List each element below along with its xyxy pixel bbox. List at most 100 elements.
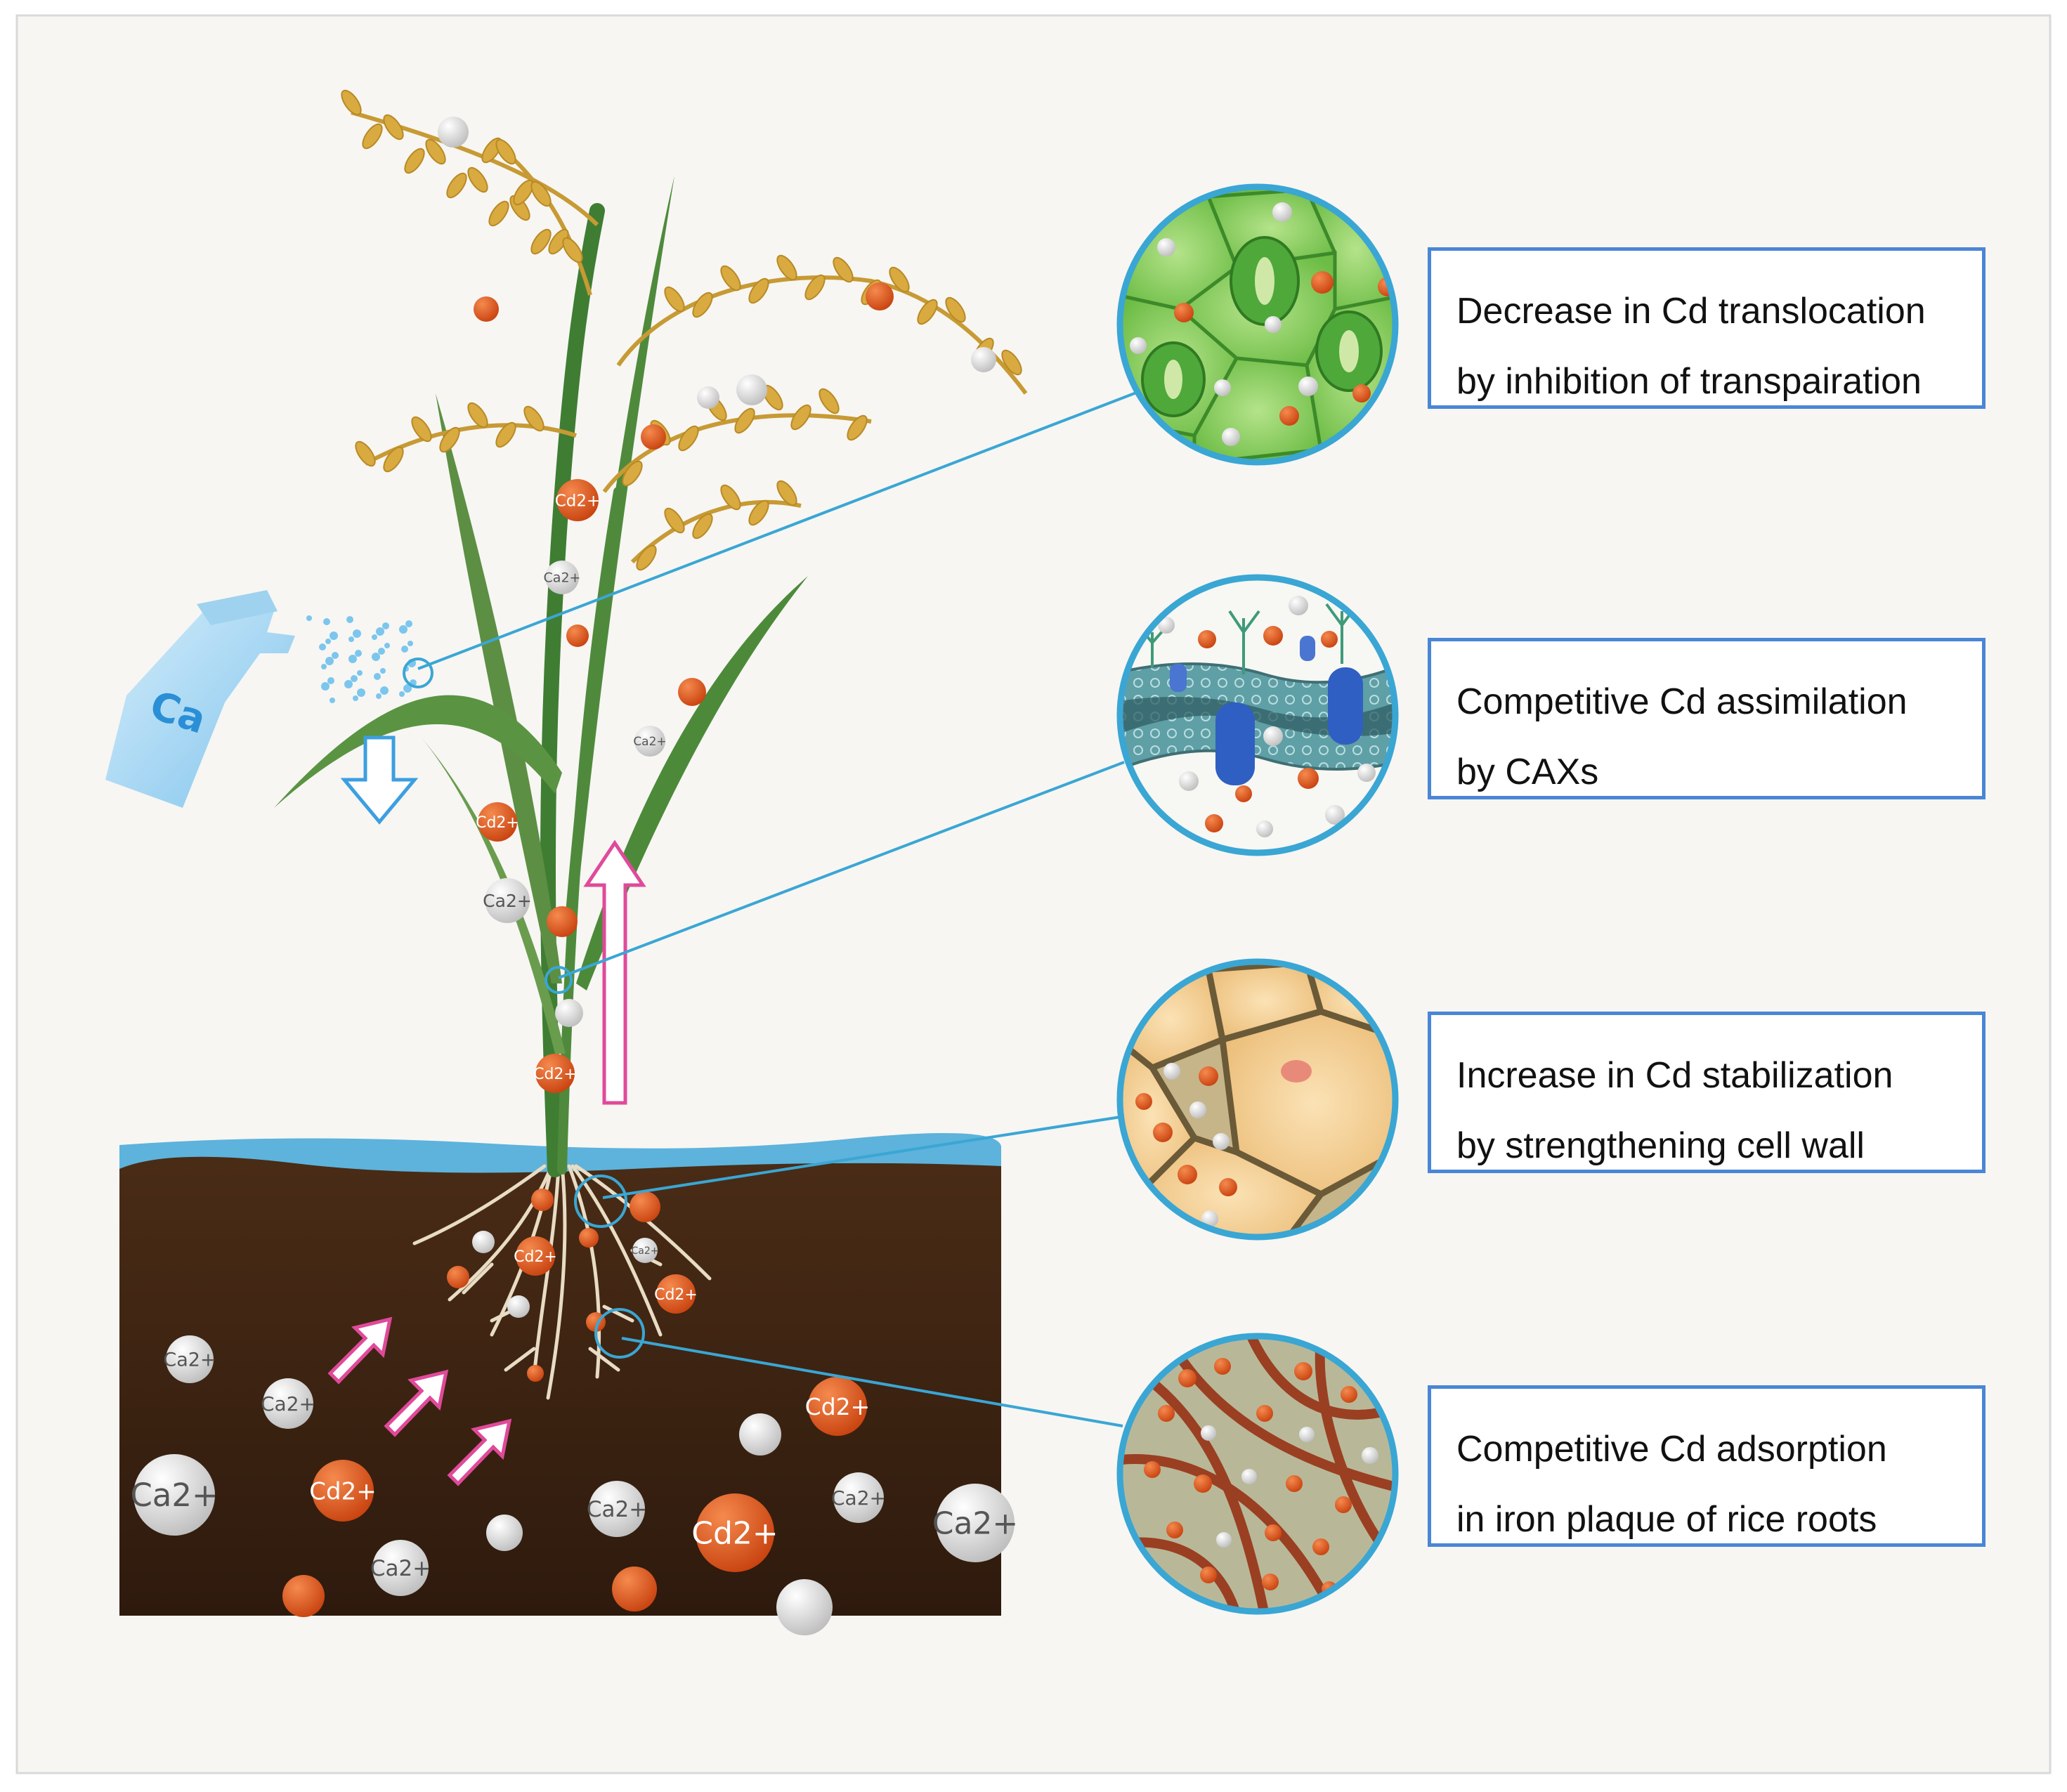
mechanism-2-line1: Competitive Cd assimilation — [1456, 681, 1908, 722]
mechanism-2-line2: by CAXs — [1456, 752, 1599, 792]
ca-ion: Ca2+ — [544, 561, 581, 594]
connector-lines — [403, 389, 1142, 1427]
cd-ion — [282, 1575, 325, 1617]
ca-ion: Ca2+ — [633, 726, 667, 757]
cd-ion — [1198, 630, 1216, 648]
ca-ion — [1299, 1427, 1315, 1442]
mechanism-1-line1: Decrease in Cd translocation — [1456, 291, 1926, 332]
ca-ion — [472, 1231, 495, 1253]
cd-ion — [866, 282, 894, 310]
cd-ion — [1158, 1405, 1175, 1422]
cd-ion — [566, 624, 589, 647]
ca-ion — [438, 117, 469, 148]
upward-pink-arrow — [583, 839, 646, 1105]
cd-ion — [547, 906, 578, 937]
mechanism-box-assimilation: Competitive Cd assimilation by CAXs — [1428, 638, 1986, 799]
ca-ion — [1265, 316, 1282, 333]
ion-label: Cd2+ — [654, 1286, 698, 1304]
ca-ion: Ca2+ — [587, 1481, 647, 1537]
cd-ion — [612, 1567, 657, 1611]
ca-ion — [1357, 764, 1376, 782]
ion-label: Cd2+ — [805, 1393, 871, 1420]
ion-label: Ca2+ — [831, 1486, 886, 1510]
ca-ion — [1130, 337, 1147, 354]
cd-ion: Cd2+ — [691, 1493, 778, 1572]
ca-ion — [555, 999, 583, 1027]
mechanism-4-line1: Competitive Cd adsorption — [1456, 1429, 1887, 1470]
cd-ion — [1135, 1093, 1152, 1110]
cd-ion — [1235, 785, 1252, 802]
cd-ion — [1312, 1538, 1329, 1555]
ca-ion — [1201, 1425, 1216, 1441]
cd-ion — [1262, 1574, 1279, 1590]
ion-label: Ca2+ — [261, 1392, 315, 1415]
cd-ion — [531, 1189, 554, 1211]
leaves — [274, 176, 808, 1054]
ion-label: Cd2+ — [691, 1516, 778, 1552]
cd-ion: Cd2+ — [654, 1274, 698, 1314]
ions: Cd2+ Ca2+ Ca2+ Cd2+ Ca2+ Cd2+ Cd2+ Ca2+ Cd2+ Ca2+… — [130, 117, 1018, 1635]
ca-ion: Ca2+ — [483, 878, 532, 923]
ca-ion: Ca2+ — [261, 1378, 315, 1429]
cd-ion — [1265, 1524, 1282, 1541]
ion-label: Ca2+ — [544, 570, 581, 586]
cd-ion — [1286, 1475, 1303, 1492]
zoom-circle-membrane-cax — [1116, 574, 1399, 856]
cd-ion — [1298, 768, 1319, 789]
ion-label: Cd2+ — [514, 1248, 557, 1266]
cd-ion — [1279, 406, 1299, 426]
cd-ion — [1199, 1066, 1218, 1086]
ca-ion — [1157, 238, 1175, 256]
ca-ion — [486, 1515, 523, 1551]
ca-ion — [776, 1579, 833, 1635]
ion-label: Ca2+ — [932, 1506, 1019, 1542]
cd-ion — [678, 678, 706, 706]
ca-ion: Ca2+ — [932, 1484, 1019, 1562]
grains — [341, 89, 1022, 571]
ca-ion — [1272, 202, 1292, 222]
downward-blue-arrow — [340, 735, 419, 825]
cd-ion — [1335, 1496, 1352, 1513]
zoom-circle-iron-plaque — [1116, 1333, 1399, 1615]
cd-ion — [1294, 1362, 1312, 1380]
cd-ion: Cd2+ — [555, 479, 601, 521]
cd-ion — [1194, 1474, 1212, 1493]
ca-ion — [507, 1295, 530, 1318]
mechanism-box-stabilization: Increase in Cd stabilization by strength… — [1428, 1012, 1986, 1173]
mechanism-box-adsorption: Competitive Cd adsorption in iron plaque… — [1428, 1385, 1986, 1547]
ion-label: Cd2+ — [533, 1066, 577, 1083]
ca-ion — [1216, 1532, 1232, 1548]
ion-label: Ca2+ — [632, 1245, 659, 1257]
mechanism-1-line2: by inhibition of transpairation — [1456, 361, 1922, 402]
ion-label: Cd2+ — [555, 492, 601, 510]
zoom-circle-leaf-stomata — [1116, 183, 1399, 466]
ca-ion — [1362, 1447, 1378, 1464]
spray-droplets — [306, 615, 417, 703]
ca-ion: Ca2+ — [370, 1540, 431, 1596]
cd-ion — [641, 424, 666, 450]
cd-ion — [1214, 1358, 1231, 1375]
ca-ion — [1289, 596, 1308, 615]
cd-ion — [1200, 1567, 1217, 1583]
cd-ion: Cd2+ — [514, 1236, 557, 1276]
cd-ion — [1166, 1522, 1183, 1538]
ca-ion — [1189, 1101, 1206, 1118]
soil-uptake-arrows — [327, 1316, 512, 1486]
ion-label: Cd2+ — [476, 814, 519, 832]
ca-ion — [1241, 1469, 1257, 1484]
ion-label: Ca2+ — [130, 1477, 218, 1514]
ca-ion — [736, 374, 767, 405]
cd-ion — [579, 1228, 599, 1248]
cd-ion — [1341, 1386, 1357, 1403]
ca-ion — [1325, 805, 1345, 825]
cd-ion — [1311, 271, 1334, 294]
ca-ion — [1201, 1210, 1218, 1227]
ca-ion — [1158, 617, 1175, 634]
mechanism-box-translocation: Decrease in Cd translocation by inhibiti… — [1428, 247, 1986, 409]
ion-label: Ca2+ — [483, 891, 532, 911]
ion-label: Ca2+ — [587, 1497, 647, 1522]
cd-ion: Cd2+ — [805, 1377, 871, 1436]
cd-ion: Cd2+ — [476, 802, 519, 842]
ca-ion — [1222, 428, 1240, 446]
cd-ion — [1178, 1369, 1196, 1387]
